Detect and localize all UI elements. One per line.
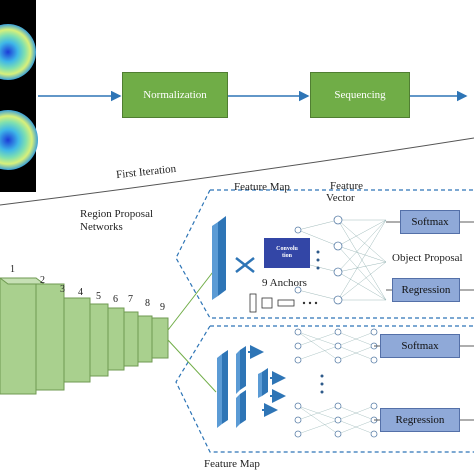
cnn-layer-stack <box>0 277 169 395</box>
layer-number-5: 5 <box>96 291 101 302</box>
layer-number-6: 6 <box>113 294 118 305</box>
convolution-label-1: Convolu <box>276 246 298 252</box>
classifier-neural-net <box>297 331 375 435</box>
feature-vector-label-1: Feature <box>330 180 363 192</box>
softmax-bottom-box: Softmax <box>380 334 460 358</box>
convolution-label-2: tion <box>281 253 292 259</box>
layer-number-2: 2 <box>40 275 45 286</box>
regression-bottom-label: Regression <box>395 414 445 426</box>
layer-number-7: 7 <box>128 294 133 305</box>
cnn-to-rpn-line <box>167 267 217 331</box>
rpn-label-line-2: Networks <box>80 221 123 233</box>
classifier-dashed-outline <box>175 325 474 453</box>
feature-vector-label-2: Vector <box>326 192 355 204</box>
normalization-label: Normalization <box>143 89 207 101</box>
normalization-box: Normalization <box>122 72 228 118</box>
first-iteration-curve <box>0 137 474 206</box>
anchors-label: 9 Anchors <box>262 277 307 289</box>
cnn-to-classifier-line <box>167 339 217 393</box>
softmax-top-box: Softmax <box>400 210 460 234</box>
layer-number-3: 3 <box>60 284 65 295</box>
layer-number-1: 1 <box>10 264 15 275</box>
layer-number-4: 4 <box>78 287 83 298</box>
classifier-net-dots <box>320 374 324 394</box>
regression-top-label: Regression <box>401 284 451 296</box>
feature-map-top-label: Feature Map <box>234 181 290 193</box>
classifier-net-nodes <box>294 328 378 438</box>
regression-bottom-box: Regression <box>380 408 460 432</box>
feature-map-bottom-label: Feature Map <box>204 458 260 470</box>
anchor-boxes <box>249 293 318 313</box>
rpn-net-dots <box>316 250 320 270</box>
sequencing-label: Sequencing <box>334 89 386 101</box>
satellite-image <box>0 0 38 192</box>
rpn-neural-net <box>297 219 387 301</box>
classifier-feature-maps <box>217 346 268 428</box>
rpn-label-line-1: Region Proposal <box>80 208 154 220</box>
rpn-dashed-outline <box>175 189 474 319</box>
classifier-small-arrows <box>248 345 286 417</box>
softmax-bottom-label: Softmax <box>401 340 439 352</box>
layer-number-9: 9 <box>160 302 165 313</box>
sliding-window-icon <box>235 257 255 273</box>
softmax-top-label: Softmax <box>411 216 449 228</box>
rpn-feature-map <box>212 216 226 300</box>
object-proposal-label: Object Proposal <box>392 252 463 264</box>
convolution-block: Convolu tion <box>264 238 310 268</box>
layer-number-8: 8 <box>145 298 150 309</box>
regression-top-box: Regression <box>392 278 460 302</box>
sequencing-box: Sequencing <box>310 72 410 118</box>
